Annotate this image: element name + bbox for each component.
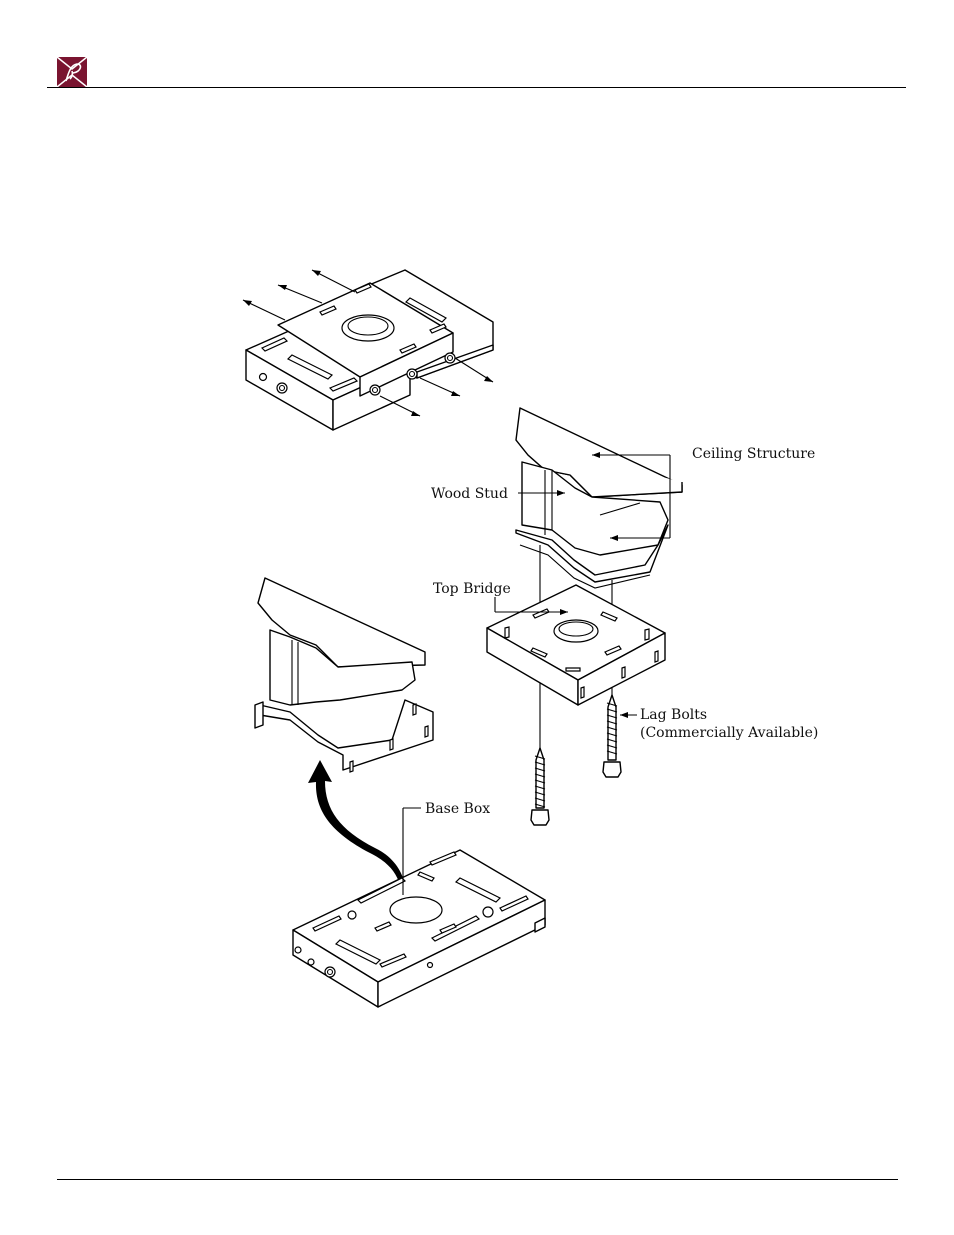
header-rule bbox=[47, 87, 906, 88]
lift-arrow bbox=[308, 760, 405, 885]
lag-bolts-label: Lag Bolts bbox=[640, 707, 708, 723]
wood-stud-label: Wood Stud bbox=[431, 486, 508, 502]
ceiling-structure-left bbox=[254, 577, 434, 773]
footer-rule bbox=[57, 1179, 898, 1180]
top-bridge-label: Top Bridge bbox=[433, 581, 511, 597]
lag-bolts-availability-label: (Commercially Available) bbox=[640, 725, 819, 741]
ceiling-structure-label: Ceiling Structure bbox=[692, 446, 816, 462]
base-box-with-bridge-assembly bbox=[242, 269, 494, 431]
lag-bolt-left bbox=[530, 747, 550, 826]
base-box bbox=[292, 807, 546, 1008]
company-logo bbox=[57, 57, 87, 87]
lag-bolt-right bbox=[602, 694, 637, 778]
base-box-label: Base Box bbox=[425, 801, 491, 817]
top-bridge bbox=[486, 584, 666, 706]
